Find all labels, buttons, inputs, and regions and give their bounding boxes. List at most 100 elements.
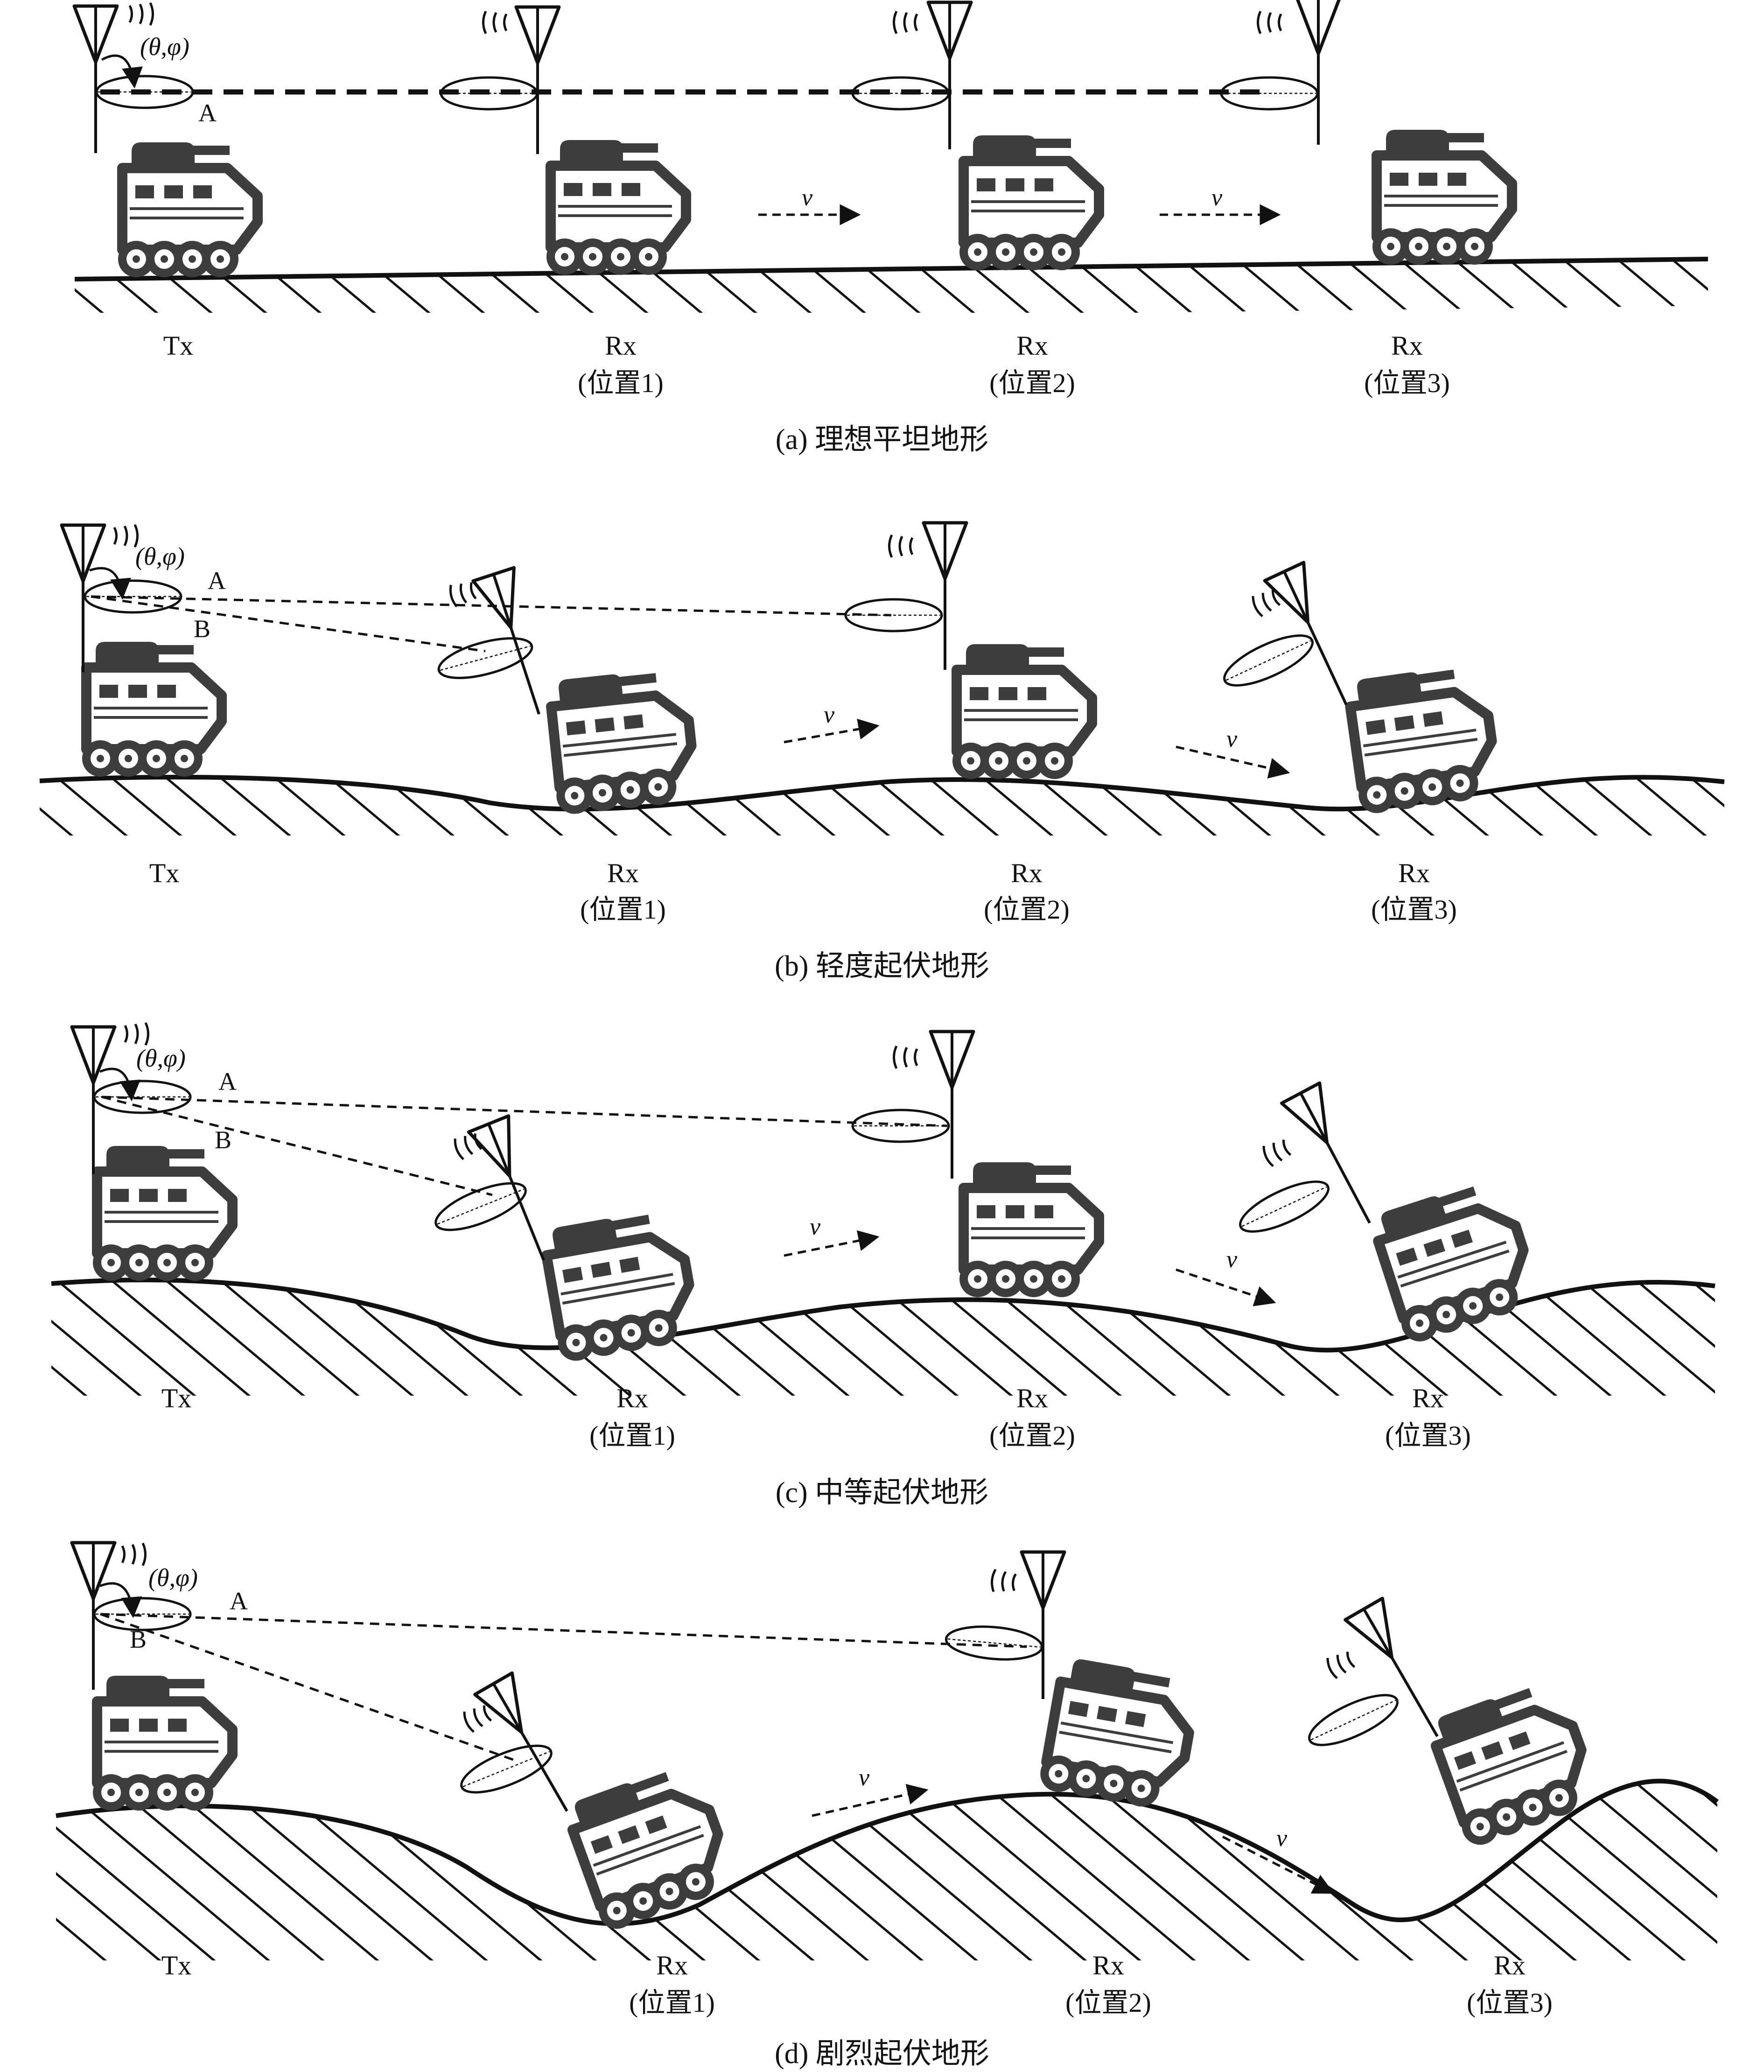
angle-label: (θ,φ)	[140, 33, 189, 61]
armored-vehicle-icon	[957, 644, 1092, 775]
position-label: (位置1)	[589, 1420, 675, 1451]
beam-ellipse-icon	[945, 1623, 1043, 1663]
rx-vehicle-1	[441, 7, 686, 271]
point-b-label: B	[130, 1625, 147, 1653]
velocity-label: v	[1226, 726, 1238, 752]
radio-wave-icon	[462, 1703, 492, 1733]
armored-vehicle-icon	[1043, 1657, 1198, 1809]
beam-ellipse-icon	[85, 581, 181, 612]
position-label: (位置2)	[1065, 1988, 1151, 2018]
tx-label: Tx	[161, 1383, 191, 1413]
point-b-label: B	[194, 615, 210, 643]
beam-ellipse-icon	[1234, 1172, 1334, 1242]
rx-vehicle-3	[1218, 562, 1499, 811]
position-label: (位置3)	[1364, 368, 1450, 398]
rx-vehicle-2	[853, 2, 1099, 266]
panel-b: (θ,φ) A B v v Tx Rx	[39, 523, 1725, 982]
position-label: (位置2)	[989, 368, 1075, 398]
beam-ellipse-icon	[94, 1081, 190, 1113]
armored-vehicle-icon	[86, 642, 222, 773]
beam-path-a	[91, 595, 892, 617]
velocity-arrow: v	[758, 184, 861, 225]
rx-label: Rx	[1412, 1383, 1444, 1413]
tx-label: Tx	[161, 1950, 191, 1981]
angle-arrow	[99, 1582, 142, 1618]
rx-vehicle-2	[853, 1032, 1099, 1293]
beam-path-b	[101, 1096, 493, 1196]
armored-vehicle-icon	[97, 1146, 232, 1277]
rx-label: Rx	[1092, 1950, 1124, 1981]
rx-label: Rx	[1016, 330, 1048, 361]
armored-vehicle-icon	[551, 140, 686, 271]
angle-arrow	[99, 1068, 141, 1102]
panel-caption: (c) 中等起伏地形	[776, 1477, 988, 1509]
antenna-icon	[1282, 1083, 1389, 1233]
point-a-label: A	[230, 1587, 248, 1615]
armored-vehicle-icon	[1377, 130, 1512, 260]
position-label: (位置2)	[989, 1420, 1075, 1451]
angle-arrow	[89, 567, 131, 600]
radio-wave-icon	[453, 1131, 483, 1160]
velocity-arrow: v	[784, 702, 880, 744]
antenna-icon	[475, 1673, 586, 1822]
beam-path-a	[101, 1096, 948, 1127]
velocity-arrow-icon	[1176, 745, 1290, 779]
antenna-icon	[928, 2, 971, 149]
panel-d: (θ,φ) A B v v Tx Rx	[56, 1543, 1719, 2070]
velocity-label: v	[859, 1764, 870, 1791]
armored-vehicle-icon	[964, 135, 1099, 266]
beam-ellipse-icon	[441, 77, 537, 109]
armored-vehicle-icon	[1347, 662, 1499, 811]
rx-label: Rx	[1011, 858, 1043, 888]
panel-caption: (b) 轻度起伏地形	[775, 950, 989, 982]
angle-label: (θ,φ)	[136, 1044, 186, 1072]
rx-vehicle-2	[846, 523, 1092, 775]
velocity-label: v	[802, 184, 813, 211]
panel-caption: (d) 剧烈起伏地形	[775, 2038, 989, 2070]
rx-vehicle-3	[1303, 1598, 1599, 1844]
position-label: (位置3)	[1371, 894, 1457, 925]
velocity-arrow: v	[812, 1764, 929, 1817]
velocity-arrow-icon	[1222, 1835, 1335, 1894]
velocity-label: v	[824, 702, 835, 728]
velocity-arrow: v	[784, 1214, 880, 1257]
rx-label: Rx	[656, 1950, 688, 1981]
rx-vehicle-1	[435, 568, 697, 811]
antenna-icon	[931, 1032, 973, 1179]
radio-wave-icon	[122, 1543, 146, 1566]
armored-vehicle-icon	[964, 1162, 1099, 1293]
angle-arrow	[101, 54, 143, 89]
point-a-label: A	[218, 1068, 237, 1096]
rx-label: Rx	[616, 1383, 648, 1413]
velocity-arrow-icon	[812, 1784, 929, 1817]
velocity-arrow-icon	[784, 718, 880, 744]
position-label: (位置2)	[984, 894, 1070, 925]
radio-wave-icon	[125, 1023, 148, 1045]
beam-ellipse-icon	[846, 599, 942, 631]
radio-wave-icon	[1261, 1137, 1292, 1167]
rx-label: Rx	[605, 330, 637, 361]
antenna-icon	[1022, 1552, 1064, 1699]
velocity-label: v	[1211, 184, 1223, 211]
rx-label: Rx	[1398, 858, 1430, 888]
panel-c: (θ,φ) A B v v Tx Rx	[51, 1023, 1715, 1509]
rx-vehicle-3	[1234, 1083, 1539, 1341]
armored-vehicle-icon	[97, 1676, 232, 1806]
velocity-arrow: v	[1176, 1246, 1276, 1306]
radio-wave-icon	[991, 1569, 1016, 1594]
point-a-label: A	[208, 567, 226, 595]
radio-wave-icon	[483, 11, 507, 34]
beam-path-a	[100, 1613, 1027, 1648]
velocity-arrow: v	[1176, 726, 1290, 779]
radio-wave-icon	[448, 580, 476, 607]
antenna-icon	[1297, 0, 1340, 145]
tx-label: Tx	[149, 858, 179, 888]
velocity-arrow: v	[1160, 184, 1281, 225]
angle-label: (θ,φ)	[148, 1564, 198, 1592]
rx-label: Rx	[1391, 330, 1423, 361]
armored-vehicle-icon	[548, 667, 697, 811]
beam-ellipse-icon	[1218, 626, 1318, 695]
position-label: (位置3)	[1385, 1420, 1471, 1451]
rx-vehicle-2	[945, 1552, 1198, 1809]
